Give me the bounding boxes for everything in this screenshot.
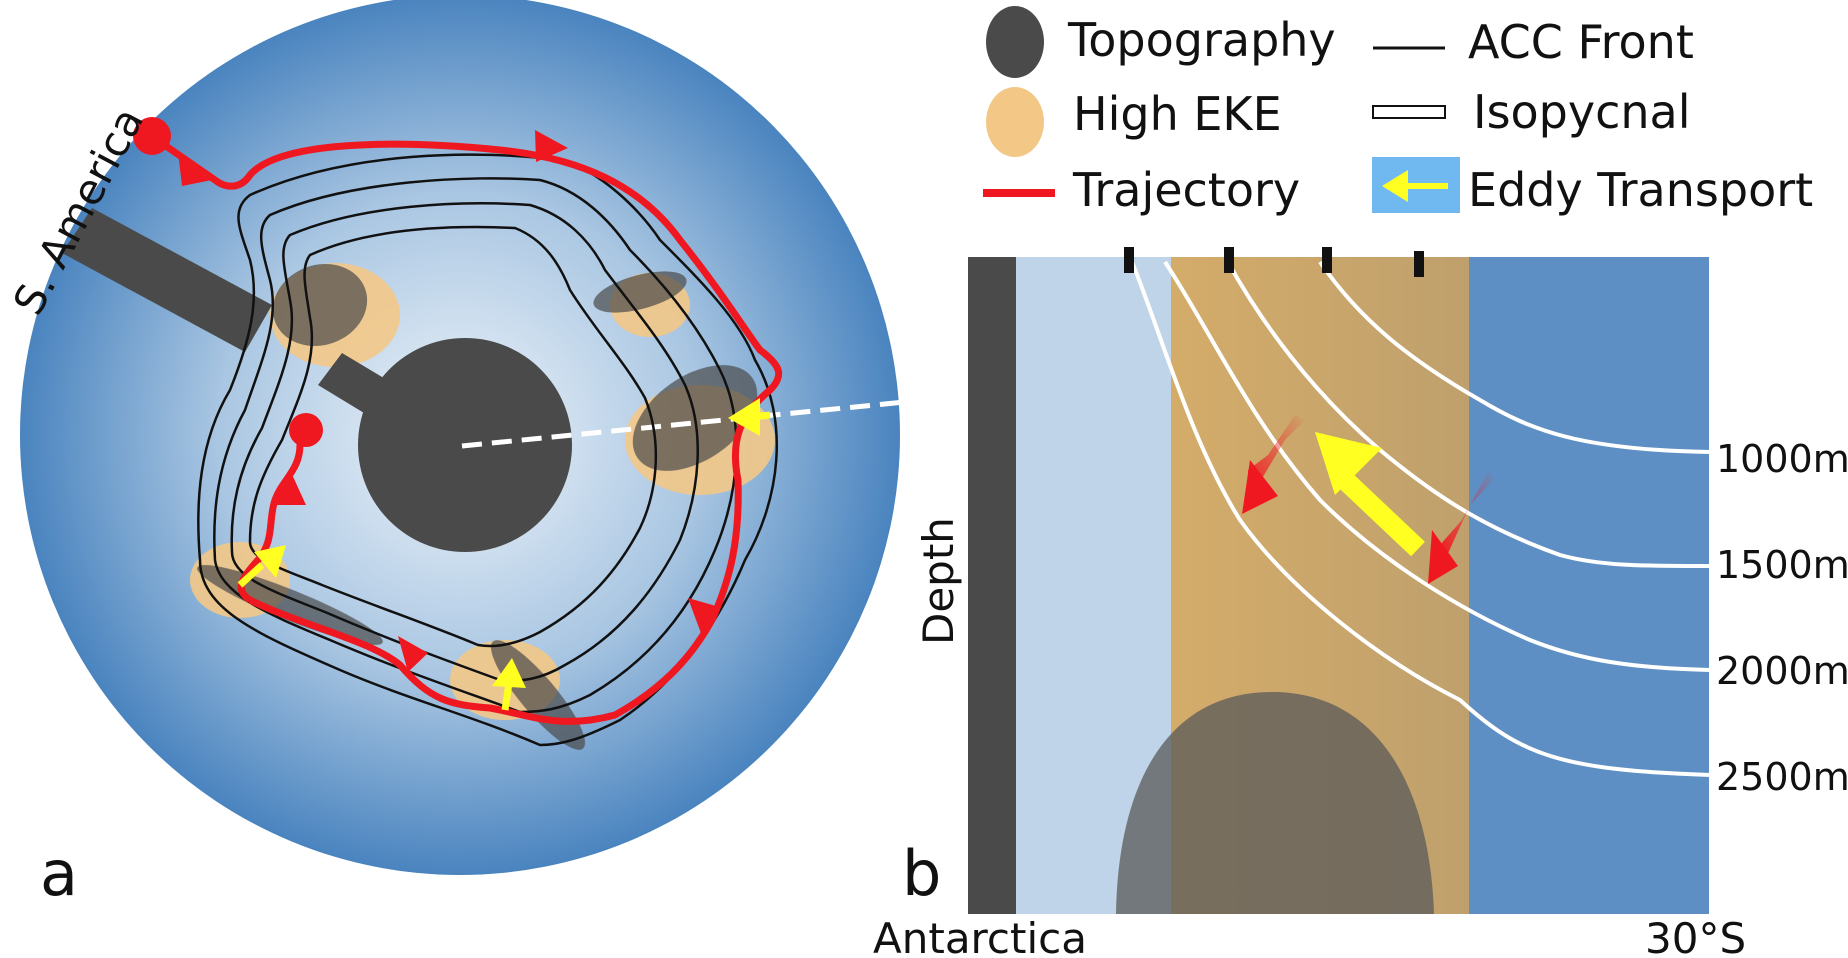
trajectory-start xyxy=(133,117,171,155)
antarctica-wall xyxy=(968,257,1016,914)
legend-eddy-arrow-head xyxy=(1382,170,1408,202)
legend-topography: Topography xyxy=(1067,13,1336,67)
legend-isopycnal-swatch xyxy=(1372,105,1446,119)
depth-label-1000: 1000m xyxy=(1716,437,1848,481)
red-transport-arrows xyxy=(1242,415,1495,584)
legend-high-eke-swatch xyxy=(986,87,1044,157)
trajectory-outer xyxy=(148,132,783,725)
legend-isopycnal: Isopycnal xyxy=(1473,85,1691,139)
eddy-arrows xyxy=(237,398,771,711)
depth-label-2000: 2000m xyxy=(1716,649,1848,693)
eddy-transport-shaft xyxy=(1338,472,1425,557)
legend-trajectory: Trajectory xyxy=(1072,163,1300,217)
legend-acc-front: ACC Front xyxy=(1468,15,1694,69)
x-left-label: Antarctica xyxy=(873,914,1087,958)
panel-a-letter: a xyxy=(40,837,78,910)
isopycnals xyxy=(1130,260,1711,777)
seamount xyxy=(1116,691,1434,914)
legend-eddy-transport: Eddy Transport xyxy=(1468,163,1813,217)
legend-topography-swatch xyxy=(986,6,1044,78)
panel-b: 1000m 1500m 2000m 2500m Depth Antarctica… xyxy=(873,247,1848,958)
x-right-label: 30°S xyxy=(1645,914,1746,958)
depth-label-1500: 1500m xyxy=(1716,543,1848,587)
front-markers xyxy=(1124,247,1424,277)
trajectory-arrowheads xyxy=(178,130,716,672)
section-line xyxy=(461,399,906,449)
eddy-transport-head xyxy=(1315,432,1382,495)
south-america-land xyxy=(62,208,272,352)
legend: Topography High EKE Trajectory ACC Front… xyxy=(983,6,1813,217)
panel-a: S. America a xyxy=(4,0,906,910)
y-axis-label: Depth xyxy=(914,517,963,645)
legend-high-eke: High EKE xyxy=(1073,87,1282,141)
trajectory-end xyxy=(289,413,323,447)
panel-b-letter: b xyxy=(902,837,941,910)
depth-label-2500: 2500m xyxy=(1716,755,1848,799)
acc-fronts xyxy=(197,153,778,747)
band-north xyxy=(1469,257,1709,914)
